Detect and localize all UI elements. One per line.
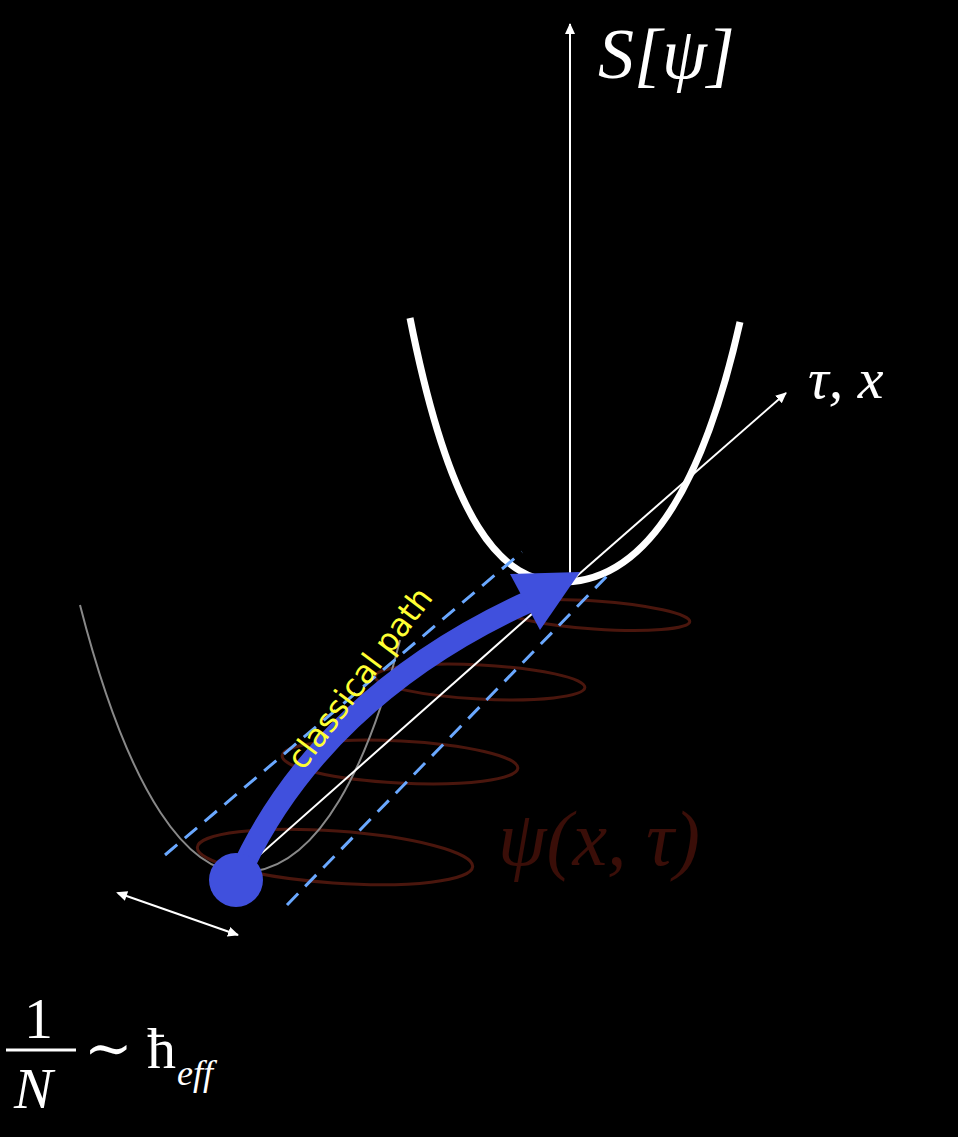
hbar-label: ∼ ħ (84, 1020, 176, 1078)
axis-label: S[ψ] (598, 18, 735, 90)
fraction-bar (6, 1049, 76, 1052)
fraction-denominator: N (14, 1060, 53, 1118)
wavefunction-label: ψ(x, τ) (498, 800, 700, 878)
action-axis (569, 24, 571, 582)
time-space-axis (570, 393, 786, 582)
start-dot (209, 853, 263, 907)
subscript-label: eff (177, 1055, 213, 1091)
arrow-head (510, 572, 580, 630)
action-parabola (410, 318, 740, 582)
axis-label: τ, x (808, 350, 884, 408)
shadow-parabola (80, 605, 400, 872)
width-arrow (118, 893, 238, 935)
fraction-numerator: 1 (24, 990, 53, 1048)
